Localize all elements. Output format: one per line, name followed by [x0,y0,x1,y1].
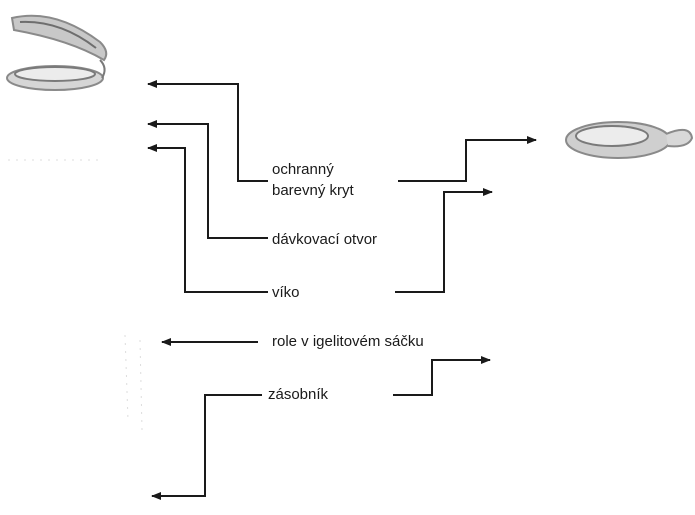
label-roll-in-bag: role v igelitovém sáčku [272,333,424,350]
container-illustration [8,159,143,431]
label-container: zásobník [268,386,329,403]
label-lid: víko [272,284,300,301]
label-cap-line1: ochranný [272,161,334,178]
leader-cap-right [398,136,537,182]
leader-container-right [393,356,491,396]
label-dosing-opening: dávkovací otvor [272,231,378,248]
leader-lid-right [395,188,493,293]
leader-lid-left [147,144,268,293]
cap-illustration [6,14,108,91]
label-cap-line2: barevný kryt [272,182,354,199]
leader-container-left [151,394,262,500]
leader-dosing-opening [147,120,268,239]
lid-illustration [565,121,694,159]
leader-lines [147,80,537,500]
leader-cap-left [147,80,268,182]
